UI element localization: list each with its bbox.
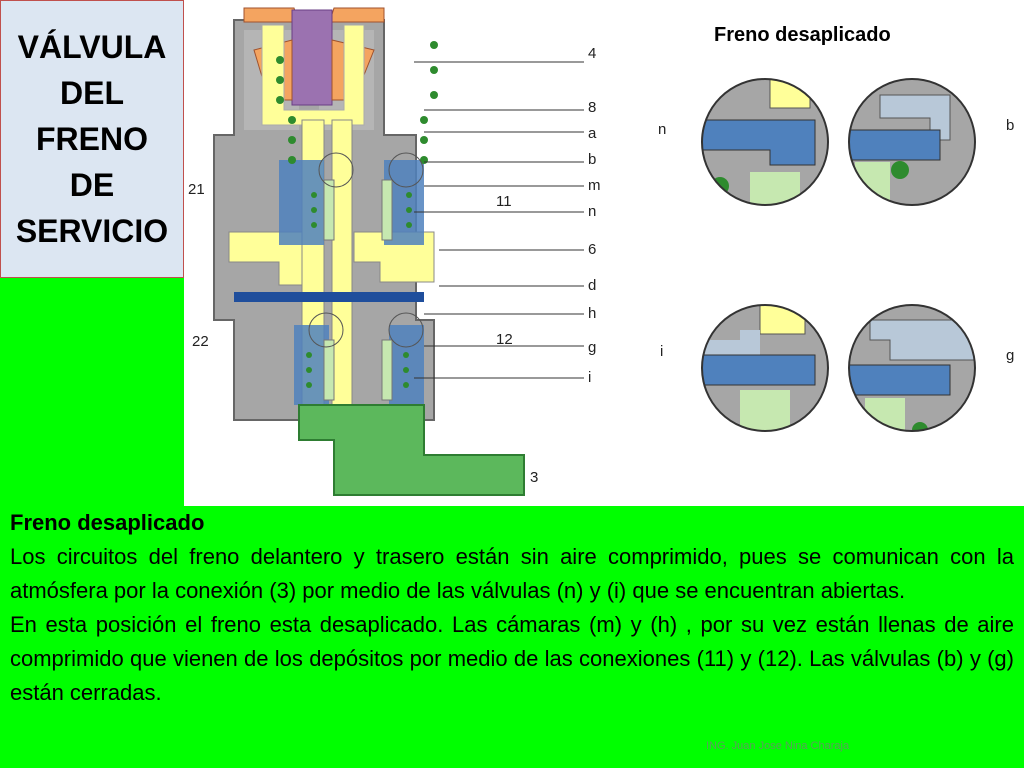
description-heading: Freno desaplicado	[10, 510, 205, 535]
zoom-marker-n	[318, 152, 354, 188]
label-12: 12	[496, 331, 513, 348]
upper-valve-seat-left	[279, 160, 324, 245]
left-labels: 21 22	[188, 181, 209, 350]
title-line: DEL	[60, 75, 124, 111]
description-block: Freno desaplicado Los circuitos del fren…	[10, 506, 1014, 710]
callout-label-i: i	[660, 343, 663, 360]
callouts-title: Freno desaplicado	[714, 24, 891, 46]
detail-b-border	[848, 78, 976, 206]
title-line: FRENO	[36, 121, 148, 157]
detail-g-border	[848, 304, 976, 432]
zoom-marker-i	[308, 312, 344, 348]
valve-cross-section-diagram: 4 8 a b m 11 n 6 d h 12 g i 3 21 22	[188, 7, 601, 496]
title-line: SERVICIO	[15, 213, 169, 249]
label-11: 11	[496, 193, 512, 210]
title-box: VÁLVULA DEL FRENO DE SERVICIO	[0, 0, 184, 278]
central-stem	[331, 119, 353, 421]
detail-n-border	[701, 78, 829, 206]
zoom-marker-b	[388, 152, 424, 188]
valve-detail-callouts: n b i g	[658, 78, 1014, 432]
detail-i	[702, 305, 828, 431]
upper-piston	[261, 24, 365, 126]
detail-g	[849, 305, 975, 431]
label-3: 3	[530, 469, 538, 486]
zoom-marker-g	[388, 312, 424, 348]
exhaust-pipe	[298, 404, 525, 496]
label-b: b	[588, 151, 596, 168]
label-m: m	[588, 177, 601, 194]
label-22: 22	[192, 333, 209, 350]
footer-author: ING. Juan Jose Nina Charaja	[706, 740, 850, 752]
description-paragraph-2: En esta posición el freno esta desaplica…	[10, 612, 1014, 705]
valve-stem-left	[323, 179, 335, 241]
label-n: n	[588, 203, 596, 220]
label-g: g	[588, 339, 596, 356]
leader-lines	[414, 61, 584, 379]
label-6: 6	[588, 241, 596, 258]
callout-label-n: n	[658, 121, 666, 138]
label-i: i	[588, 369, 591, 386]
valve-stem-lower-right	[381, 339, 393, 401]
title-line: VÁLVULA	[17, 29, 167, 65]
label-21: 21	[188, 181, 205, 198]
label-a: a	[588, 125, 597, 142]
lower-valve-seat-right	[389, 325, 424, 405]
label-8: 8	[588, 99, 596, 116]
title-line: DE	[69, 167, 115, 203]
springs	[276, 41, 438, 388]
callout-label-g: g	[1006, 347, 1014, 364]
label-4: 4	[588, 45, 596, 62]
valve-stem-right	[381, 179, 393, 241]
label-h: h	[588, 305, 596, 322]
detail-i-border	[701, 304, 829, 432]
description-paragraph-1: Los circuitos del freno delantero y tras…	[10, 544, 1014, 603]
valve-stem-lower-left	[323, 339, 335, 401]
callout-label-b: b	[1006, 117, 1014, 134]
label-d: d	[588, 277, 596, 294]
plunger	[291, 9, 333, 106]
detail-n	[702, 79, 828, 205]
right-labels: 4 8 a b m 11 n 6 d h 12 g i 3	[496, 45, 601, 486]
lower-seal	[234, 292, 424, 302]
